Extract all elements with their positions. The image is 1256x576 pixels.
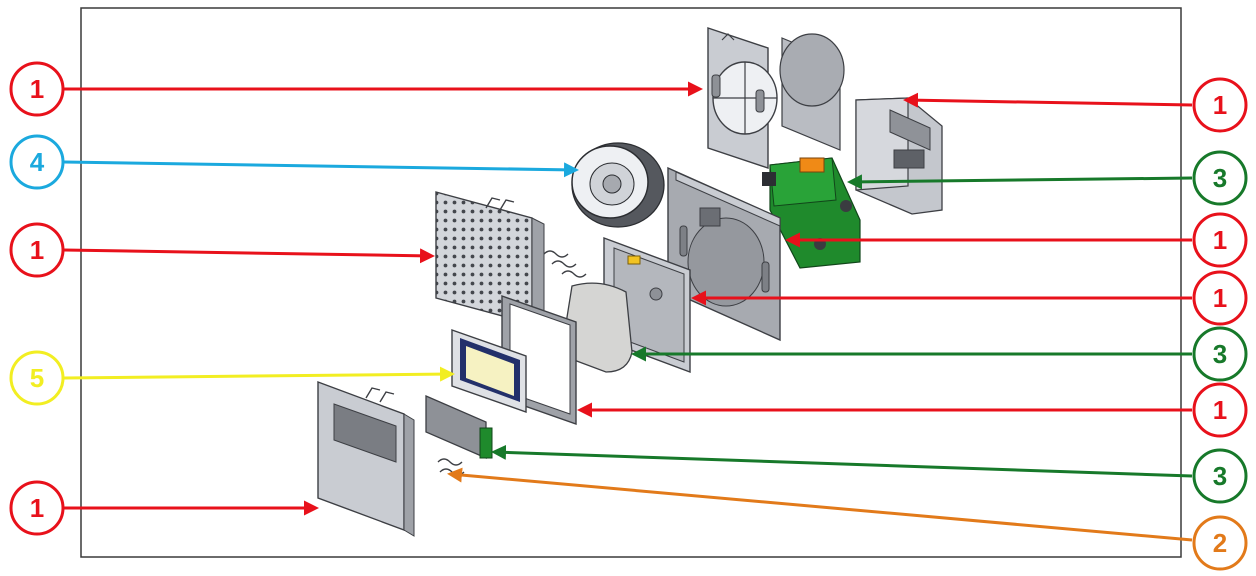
callout-right-1-d: 1	[1192, 382, 1248, 438]
callout-left-4: 4	[9, 134, 65, 190]
callout-right-1-b: 1	[1192, 212, 1248, 268]
display-module	[451, 329, 527, 413]
speaker	[571, 142, 665, 228]
callout-right-3-b: 3	[1192, 326, 1248, 382]
callout-right-2: 2	[1192, 515, 1248, 571]
callout-right-3-a: 3	[1192, 150, 1248, 206]
arrow-right-3-a	[847, 174, 1193, 190]
callout-right-3-c: 3	[1192, 448, 1248, 504]
arrow-left-1-mid	[63, 248, 435, 264]
small-circuit-board	[425, 395, 493, 459]
arrow-right-1-a	[903, 92, 1193, 108]
callout-label: 3	[1213, 163, 1227, 193]
callout-left-1-bottom: 1	[9, 480, 65, 536]
callout-left-1-mid: 1	[9, 222, 65, 278]
callout-label: 2	[1213, 528, 1227, 558]
callout-right-1-a: 1	[1192, 77, 1248, 133]
callout-left-1-top: 1	[9, 61, 65, 117]
callout-label: 1	[1213, 90, 1227, 120]
parts-layer	[317, 27, 943, 537]
diagram-frame	[80, 7, 1182, 558]
callout-label: 1	[1213, 283, 1227, 313]
springs-upper	[543, 250, 587, 278]
callout-label: 1	[30, 493, 44, 523]
arrow-left-4	[63, 160, 579, 178]
front-cover	[317, 380, 415, 537]
callout-label: 1	[30, 74, 44, 104]
arrow-right-2	[447, 467, 1193, 542]
connection-box	[855, 97, 943, 215]
callout-label: 3	[1213, 461, 1227, 491]
arrows-layer	[63, 81, 1193, 542]
callout-label: 4	[30, 147, 45, 177]
arrow-right-3-c	[491, 444, 1193, 478]
callout-label: 1	[1213, 225, 1227, 255]
callout-label: 3	[1213, 339, 1227, 369]
callout-label: 1	[30, 235, 44, 265]
callout-label: 1	[1213, 395, 1227, 425]
callout-right-1-c: 1	[1192, 270, 1248, 326]
mounting-frame-with-box	[707, 27, 845, 169]
callouts-layer: 1 4 1 5 1 1 3 1	[9, 61, 1248, 571]
callout-label: 5	[30, 363, 44, 393]
arrow-left-5	[63, 366, 455, 382]
callout-left-5: 5	[9, 350, 65, 406]
